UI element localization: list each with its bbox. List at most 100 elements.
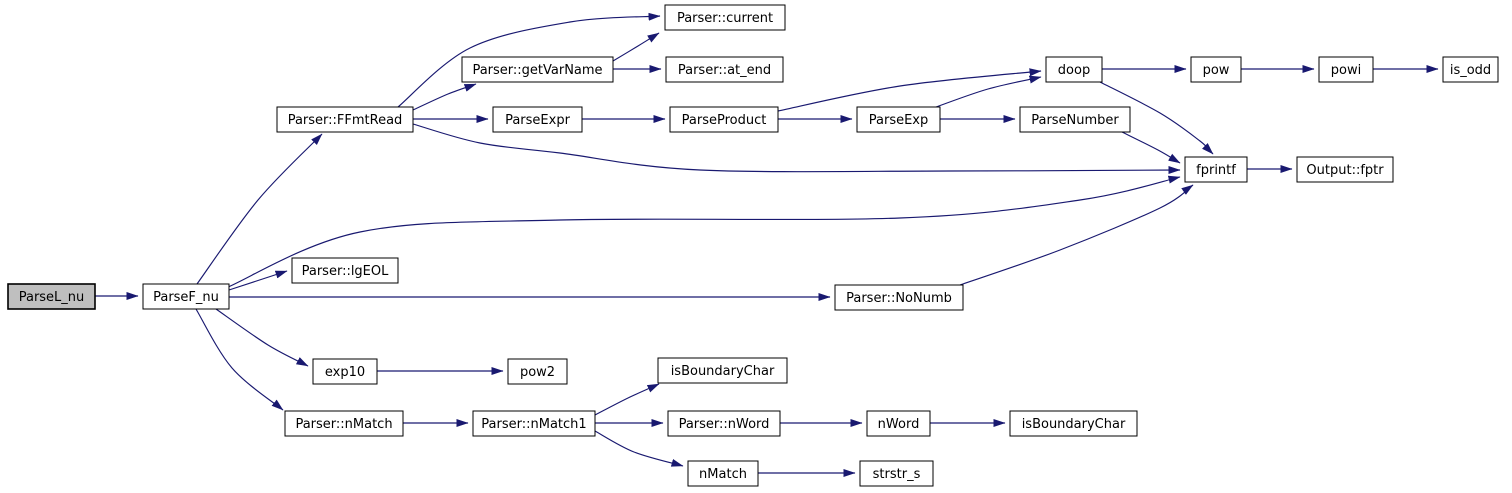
node-box-nword[interactable] [866, 410, 931, 437]
edge-nmatch1-to-nmatch [594, 430, 684, 467]
edge-parsef_nu-to-nmatch_p [195, 308, 284, 411]
node-label-ffmtread: Parser::FFmtRead [288, 113, 403, 128]
node-parseproduct[interactable]: ParseProduct [669, 106, 779, 133]
node-exp10[interactable]: exp10 [312, 358, 378, 385]
node-current[interactable]: Parser::current [664, 4, 786, 31]
node-nmatch1[interactable]: Parser::nMatch1 [472, 410, 596, 437]
node-box-nmatch1[interactable] [472, 410, 596, 437]
node-box-isbchar2[interactable] [1009, 410, 1138, 437]
edge-parsenumber-to-fprintf [1121, 131, 1181, 164]
node-label-output_fptr: Output::fptr [1306, 163, 1384, 178]
edge-doop-to-fprintf [1099, 81, 1214, 155]
node-label-is_odd: is_odd [1450, 63, 1491, 78]
node-fprintf[interactable]: fprintf [1184, 156, 1248, 183]
edge-parseexp-to-doop [935, 75, 1042, 108]
node-box-nmatch[interactable] [687, 460, 759, 487]
node-label-parseexp: ParseExp [869, 113, 929, 128]
node-pow[interactable]: pow [1190, 56, 1242, 83]
node-box-lgeol[interactable] [291, 257, 399, 284]
node-box-getvarname[interactable] [461, 56, 614, 83]
node-label-pow2: pow2 [520, 365, 555, 380]
node-box-exp10[interactable] [312, 358, 378, 385]
node-box-parsenumber[interactable] [1019, 106, 1131, 133]
node-label-parseexpr: ParseExpr [505, 113, 570, 128]
node-strstr_s[interactable]: strstr_s [859, 460, 934, 487]
node-lgeol[interactable]: Parser::lgEOL [291, 257, 399, 284]
node-label-powi: powi [1331, 63, 1361, 78]
edge-parsef_nu-to-exp10 [215, 308, 309, 367]
node-is_odd[interactable]: is_odd [1442, 56, 1499, 83]
node-box-parseexpr[interactable] [492, 106, 583, 133]
edge-parseproduct-to-doop [777, 68, 1042, 112]
node-label-nword: nWord [878, 417, 920, 432]
node-at_end[interactable]: Parser::at_end [665, 56, 784, 83]
node-label-exp10: exp10 [325, 365, 365, 380]
node-doop[interactable]: doop [1045, 56, 1103, 83]
node-nonumb[interactable]: Parser::NoNumb [834, 284, 964, 311]
node-label-parsef_nu: ParseF_nu [153, 290, 219, 305]
node-box-strstr_s[interactable] [859, 460, 934, 487]
node-pow2[interactable]: pow2 [507, 358, 568, 385]
node-box-nword_p[interactable] [667, 410, 781, 437]
node-box-parsel_nu [7, 283, 96, 310]
node-box-output_fptr[interactable] [1296, 156, 1394, 183]
node-box-nmatch_p[interactable] [284, 410, 404, 437]
node-box-parseexp[interactable] [856, 106, 941, 133]
node-label-nword_p: Parser::nWord [679, 417, 770, 432]
node-label-isbchar1: isBoundaryChar [671, 364, 775, 379]
edge-nmatch1-to-isbchar1 [594, 383, 660, 416]
edge-ffmtread-to-getvarname [412, 83, 477, 111]
node-parsenumber[interactable]: ParseNumber [1019, 106, 1131, 133]
node-box-nonumb[interactable] [834, 284, 964, 311]
node-label-doop: doop [1058, 63, 1090, 78]
node-label-parsel_nu: ParseL_nu [19, 290, 85, 305]
node-label-strstr_s: strstr_s [873, 467, 921, 482]
node-label-nmatch1: Parser::nMatch1 [481, 417, 586, 432]
node-nword_p[interactable]: Parser::nWord [667, 410, 781, 437]
node-parseexp[interactable]: ParseExp [856, 106, 941, 133]
edge-parsef_nu-to-fprintf [227, 175, 1181, 288]
node-box-parseproduct[interactable] [669, 106, 779, 133]
node-box-parsef_nu[interactable] [142, 283, 230, 310]
node-label-fprintf: fprintf [1196, 163, 1236, 178]
node-box-pow2[interactable] [507, 358, 568, 385]
edge-nonumb-to-fprintf [959, 184, 1194, 286]
node-box-fprintf[interactable] [1184, 156, 1248, 183]
node-box-pow[interactable] [1190, 56, 1242, 83]
node-box-current[interactable] [664, 4, 786, 31]
edge-ffmtread-to-current [397, 12, 661, 108]
node-box-isbchar1[interactable] [657, 357, 788, 384]
node-label-nmatch: nMatch [699, 467, 747, 482]
node-label-current: Parser::current [677, 11, 773, 26]
edge-parsef_nu-to-lgeol [228, 270, 288, 291]
node-label-parsenumber: ParseNumber [1031, 113, 1119, 128]
node-getvarname[interactable]: Parser::getVarName [461, 56, 614, 83]
node-box-is_odd[interactable] [1442, 56, 1499, 83]
node-box-ffmtread[interactable] [276, 106, 414, 133]
edge-parsef_nu-to-ffmtread [196, 133, 323, 285]
node-label-lgeol: Parser::lgEOL [302, 264, 390, 279]
node-parsel_nu: ParseL_nu [7, 283, 96, 310]
node-isbchar2[interactable]: isBoundaryChar [1009, 410, 1138, 437]
node-label-getvarname: Parser::getVarName [472, 63, 602, 78]
node-parsef_nu[interactable]: ParseF_nu [142, 283, 230, 310]
node-isbchar1[interactable]: isBoundaryChar [657, 357, 788, 384]
node-nmatch_p[interactable]: Parser::nMatch [284, 410, 404, 437]
node-output_fptr[interactable]: Output::fptr [1296, 156, 1394, 183]
node-ffmtread[interactable]: Parser::FFmtRead [276, 106, 414, 133]
node-powi[interactable]: powi [1318, 56, 1374, 83]
node-nmatch[interactable]: nMatch [687, 460, 759, 487]
node-nword[interactable]: nWord [866, 410, 931, 437]
node-label-parseproduct: ParseProduct [682, 113, 767, 128]
node-label-isbchar2: isBoundaryChar [1022, 417, 1126, 432]
node-box-at_end[interactable] [665, 56, 784, 83]
edge-ffmtread-to-fprintf [412, 123, 1181, 175]
node-box-powi[interactable] [1318, 56, 1374, 83]
edge-getvarname-to-current [612, 32, 660, 62]
node-parseexpr[interactable]: ParseExpr [492, 106, 583, 133]
node-label-nonumb: Parser::NoNumb [846, 291, 952, 306]
node-label-nmatch_p: Parser::nMatch [295, 417, 392, 432]
node-box-doop[interactable] [1045, 56, 1103, 83]
